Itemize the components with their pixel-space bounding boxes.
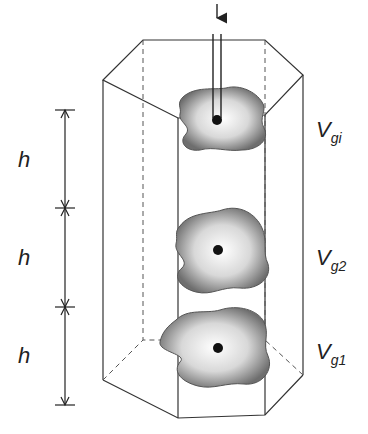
prism-outline bbox=[103, 40, 303, 418]
dimension-label: h bbox=[18, 247, 30, 269]
centre-dots bbox=[212, 115, 223, 353]
dimension-lines bbox=[55, 110, 75, 405]
volume-label: Vg1 bbox=[316, 341, 346, 363]
dimension-label: h bbox=[18, 345, 30, 367]
injection-tube bbox=[213, 4, 221, 118]
dimension-label: h bbox=[18, 149, 30, 171]
gas-bubbles bbox=[160, 87, 270, 387]
volume-label: Vg2 bbox=[316, 247, 346, 269]
volume-label: Vgi bbox=[316, 119, 342, 141]
